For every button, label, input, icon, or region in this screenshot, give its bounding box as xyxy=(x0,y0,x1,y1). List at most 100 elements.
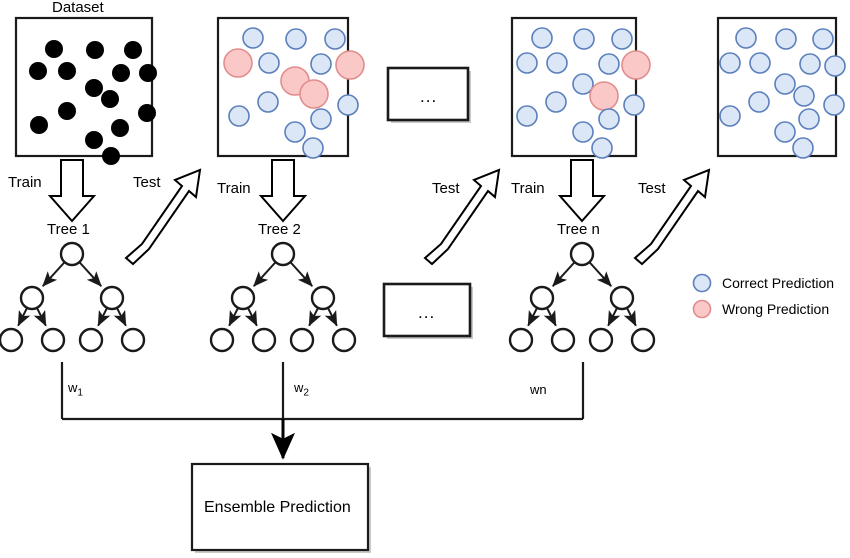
sample-n-correct-circle xyxy=(591,137,613,159)
dataset-dot xyxy=(124,41,142,59)
tree-n-leaf-node xyxy=(588,327,614,353)
dataset-dot xyxy=(29,62,47,80)
tree-2-root-node xyxy=(270,241,296,267)
weight-label-w1: w1 xyxy=(68,380,83,399)
dataset-dot xyxy=(85,131,103,149)
tree-1-edge xyxy=(113,307,127,327)
dataset-dot xyxy=(30,116,48,134)
dataset-panel-frame xyxy=(14,16,154,158)
tree-1-edge xyxy=(33,307,47,327)
tree-1-branch-node xyxy=(99,285,125,311)
legend-label-correct: Correct Prediction xyxy=(722,275,835,291)
test-label-2: Test xyxy=(432,180,460,197)
dataset-dot xyxy=(111,119,129,137)
tree-2-leaf-node xyxy=(331,327,357,353)
sample1-correct-circle xyxy=(242,27,264,49)
tree-1-root-node xyxy=(59,241,85,267)
dataset-dots xyxy=(29,40,157,165)
dataset-dot xyxy=(85,79,103,97)
tree-n-leaf-node xyxy=(508,327,534,353)
sample1-correct-circle xyxy=(257,91,279,113)
tree-n-edge xyxy=(552,261,576,287)
test-arrow-n xyxy=(633,168,711,266)
sample-n-wrong-circle xyxy=(621,50,651,80)
sample1-correct-circle xyxy=(228,105,250,127)
final-correct-circle xyxy=(798,108,820,130)
tree-2-edge xyxy=(228,307,242,327)
dataset-dot xyxy=(45,40,63,58)
final-correct-circle xyxy=(774,73,796,95)
legend-wrong-swatch xyxy=(692,299,712,319)
final-correct-circle xyxy=(792,137,814,159)
tree-1-edge xyxy=(78,261,102,287)
tree-n-edge xyxy=(543,307,557,327)
dataset-dot xyxy=(112,64,130,82)
dataset-dot xyxy=(86,41,104,59)
tree-label-2: Tree 2 xyxy=(258,221,301,238)
tree-2-edge xyxy=(289,261,313,287)
final-correct-circle xyxy=(812,28,834,50)
tree-2-leaf-node xyxy=(209,327,235,353)
tree-1-edge xyxy=(17,307,31,327)
sample-n-correct-circle xyxy=(545,91,567,113)
dataset-dot xyxy=(58,62,76,80)
final-correct-circle xyxy=(774,121,796,143)
test-label-n: Test xyxy=(638,180,666,197)
sample1-wrong-circle xyxy=(335,50,365,80)
sample1-correct-circle xyxy=(284,121,306,143)
tree-n-edge xyxy=(607,307,621,327)
ensemble-box-frame xyxy=(190,462,370,552)
sample-n-correct-circle xyxy=(623,94,645,116)
legend-correct-swatch xyxy=(692,273,712,293)
weight-label-wn: wn xyxy=(530,382,547,397)
sample1-circles xyxy=(223,27,365,159)
tree-n-leaf-node xyxy=(630,327,656,353)
tree-2-branch-node xyxy=(310,285,336,311)
tree-1-edge xyxy=(97,307,111,327)
tree-label-n: Tree n xyxy=(557,221,600,238)
train-block-arrows xyxy=(47,159,607,223)
tree-1-leaf-node xyxy=(40,327,66,353)
legend-label-wrong: Wrong Prediction xyxy=(722,301,830,317)
train-label-2: Train xyxy=(217,180,251,197)
final-correct-circle xyxy=(735,27,757,49)
tree-1-leaf-node xyxy=(78,327,104,353)
dataset-caption: Dataset xyxy=(52,0,104,16)
dataset-dot xyxy=(139,64,157,82)
dataset-dot xyxy=(58,102,76,120)
sample-n-correct-circle xyxy=(531,27,553,49)
tree-2-leaf-node xyxy=(289,327,315,353)
sample1-correct-circle xyxy=(258,52,280,74)
tree-2-edge xyxy=(253,261,277,287)
sample-n-correct-circle xyxy=(572,121,594,143)
weight-label-w2: w2 xyxy=(294,380,309,399)
sample-n-correct-circle xyxy=(598,53,620,75)
final-correct-circle xyxy=(719,105,741,127)
ellipsis-top-text: ... xyxy=(420,87,438,106)
tree-2-edge xyxy=(244,307,258,327)
sample1-correct-circle xyxy=(310,53,332,75)
final-correct-circle xyxy=(823,94,845,116)
final-circles xyxy=(719,27,846,159)
tree-2-leaf-node xyxy=(251,327,277,353)
dataset-dot xyxy=(138,104,156,122)
tree-label-1: Tree 1 xyxy=(47,221,90,238)
sample-n-correct-circle xyxy=(546,52,568,74)
sample-n-correct-circle xyxy=(611,28,633,50)
tree-2-edge xyxy=(308,307,322,327)
sample1-correct-circle xyxy=(310,108,332,130)
tree-1-edge xyxy=(42,261,66,287)
sample1-correct-circle xyxy=(337,94,359,116)
tree-n-root-node xyxy=(569,241,595,267)
sample1-correct-circle xyxy=(285,28,307,50)
ensemble-prediction-label: Ensemble Prediction xyxy=(204,499,351,516)
test-arrow-2 xyxy=(423,168,501,266)
test-block-arrows xyxy=(124,168,711,266)
tree-2-branch-node xyxy=(230,285,256,311)
tree-n-edge xyxy=(623,307,637,327)
sample-n-correct-circle xyxy=(573,28,595,50)
tree-n-edge xyxy=(527,307,541,327)
tree-1-branch-node xyxy=(19,285,45,311)
